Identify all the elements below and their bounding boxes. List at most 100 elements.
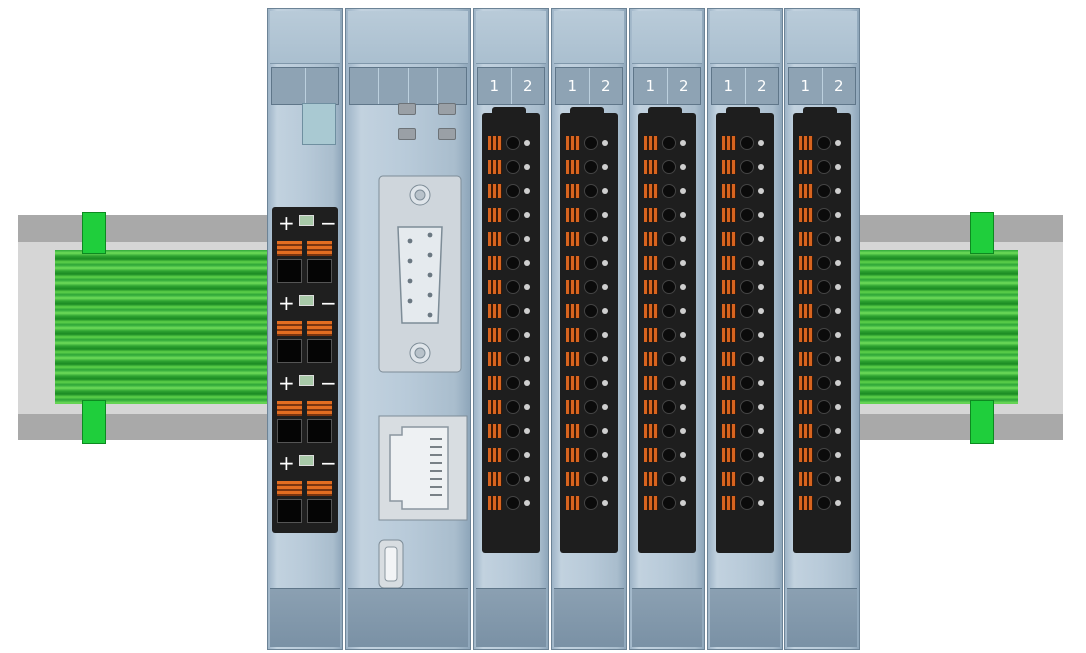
- spring-release-lever[interactable]: [722, 184, 736, 198]
- wire-entry-hole[interactable]: [740, 424, 754, 438]
- wire-socket[interactable]: [307, 419, 332, 443]
- spring-release-lever[interactable]: [722, 448, 736, 462]
- spring-release-lever[interactable]: [799, 376, 813, 390]
- wire-socket[interactable]: [277, 419, 302, 443]
- wire-entry-hole[interactable]: [740, 328, 754, 342]
- spring-release-lever[interactable]: [488, 496, 502, 510]
- spring-release-lever[interactable]: [722, 472, 736, 486]
- wire-entry-hole[interactable]: [584, 304, 598, 318]
- spring-release-lever[interactable]: [644, 424, 658, 438]
- spring-release-lever[interactable]: [722, 304, 736, 318]
- spring-release-lever[interactable]: [488, 472, 502, 486]
- spring-release-lever[interactable]: [722, 280, 736, 294]
- spring-release-lever[interactable]: [722, 160, 736, 174]
- wire-entry-hole[interactable]: [662, 448, 676, 462]
- wire-entry-hole[interactable]: [506, 184, 520, 198]
- spring-release-lever[interactable]: [566, 160, 580, 174]
- wire-entry-hole[interactable]: [740, 352, 754, 366]
- wire-entry-hole[interactable]: [506, 472, 520, 486]
- spring-release-lever[interactable]: [644, 448, 658, 462]
- wire-entry-hole[interactable]: [662, 304, 676, 318]
- wire-entry-hole[interactable]: [584, 376, 598, 390]
- spring-release-lever[interactable]: [488, 352, 502, 366]
- spring-release-lever[interactable]: [722, 136, 736, 150]
- wire-entry-hole[interactable]: [817, 496, 831, 510]
- wire-entry-hole[interactable]: [584, 232, 598, 246]
- spring-lever[interactable]: [307, 401, 332, 416]
- spring-release-lever[interactable]: [488, 304, 502, 318]
- spring-lever[interactable]: [307, 481, 332, 496]
- spring-release-lever[interactable]: [488, 208, 502, 222]
- wire-socket[interactable]: [277, 339, 302, 363]
- spring-release-lever[interactable]: [566, 304, 580, 318]
- spring-release-lever[interactable]: [799, 184, 813, 198]
- wire-entry-hole[interactable]: [817, 376, 831, 390]
- spring-release-lever[interactable]: [644, 376, 658, 390]
- wire-entry-hole[interactable]: [662, 208, 676, 222]
- wire-entry-hole[interactable]: [584, 496, 598, 510]
- spring-lever[interactable]: [277, 321, 302, 336]
- wire-entry-hole[interactable]: [740, 136, 754, 150]
- spring-release-lever[interactable]: [644, 472, 658, 486]
- spring-release-lever[interactable]: [722, 328, 736, 342]
- spring-release-lever[interactable]: [799, 496, 813, 510]
- wire-entry-hole[interactable]: [740, 304, 754, 318]
- spring-release-lever[interactable]: [644, 256, 658, 270]
- wire-entry-hole[interactable]: [662, 400, 676, 414]
- spring-release-lever[interactable]: [488, 448, 502, 462]
- spring-release-lever[interactable]: [799, 304, 813, 318]
- spring-release-lever[interactable]: [488, 424, 502, 438]
- wire-entry-hole[interactable]: [740, 232, 754, 246]
- spring-release-lever[interactable]: [644, 400, 658, 414]
- spring-lever[interactable]: [307, 321, 332, 336]
- wire-entry-hole[interactable]: [584, 400, 598, 414]
- spring-release-lever[interactable]: [566, 184, 580, 198]
- spring-release-lever[interactable]: [566, 376, 580, 390]
- wire-entry-hole[interactable]: [584, 280, 598, 294]
- spring-release-lever[interactable]: [722, 400, 736, 414]
- spring-release-lever[interactable]: [799, 448, 813, 462]
- wire-entry-hole[interactable]: [506, 280, 520, 294]
- wire-socket[interactable]: [307, 499, 332, 523]
- wire-entry-hole[interactable]: [740, 160, 754, 174]
- wire-entry-hole[interactable]: [506, 448, 520, 462]
- wire-entry-hole[interactable]: [584, 160, 598, 174]
- spring-release-lever[interactable]: [799, 424, 813, 438]
- spring-release-lever[interactable]: [488, 184, 502, 198]
- spring-release-lever[interactable]: [488, 376, 502, 390]
- spring-release-lever[interactable]: [799, 136, 813, 150]
- wire-entry-hole[interactable]: [662, 376, 676, 390]
- wire-entry-hole[interactable]: [662, 160, 676, 174]
- spring-lever[interactable]: [277, 241, 302, 256]
- wire-entry-hole[interactable]: [662, 424, 676, 438]
- wire-entry-hole[interactable]: [506, 400, 520, 414]
- wire-entry-hole[interactable]: [662, 256, 676, 270]
- wire-entry-hole[interactable]: [662, 472, 676, 486]
- spring-release-lever[interactable]: [799, 352, 813, 366]
- spring-release-lever[interactable]: [722, 496, 736, 510]
- wire-entry-hole[interactable]: [506, 424, 520, 438]
- wire-entry-hole[interactable]: [817, 400, 831, 414]
- spring-release-lever[interactable]: [566, 280, 580, 294]
- spring-release-lever[interactable]: [799, 232, 813, 246]
- spring-release-lever[interactable]: [566, 136, 580, 150]
- wire-entry-hole[interactable]: [662, 280, 676, 294]
- wire-entry-hole[interactable]: [740, 376, 754, 390]
- io-terminal-block[interactable]: [716, 107, 774, 553]
- io-terminal-block[interactable]: [560, 107, 618, 553]
- spring-release-lever[interactable]: [566, 448, 580, 462]
- spring-release-lever[interactable]: [799, 280, 813, 294]
- wire-entry-hole[interactable]: [662, 496, 676, 510]
- wire-entry-hole[interactable]: [740, 400, 754, 414]
- wire-entry-hole[interactable]: [817, 184, 831, 198]
- wire-entry-hole[interactable]: [506, 136, 520, 150]
- spring-release-lever[interactable]: [644, 184, 658, 198]
- spring-release-lever[interactable]: [799, 160, 813, 174]
- spring-release-lever[interactable]: [799, 256, 813, 270]
- wire-entry-hole[interactable]: [740, 256, 754, 270]
- spring-release-lever[interactable]: [644, 208, 658, 222]
- wire-entry-hole[interactable]: [506, 304, 520, 318]
- spring-release-lever[interactable]: [488, 256, 502, 270]
- spring-release-lever[interactable]: [644, 160, 658, 174]
- wire-entry-hole[interactable]: [817, 208, 831, 222]
